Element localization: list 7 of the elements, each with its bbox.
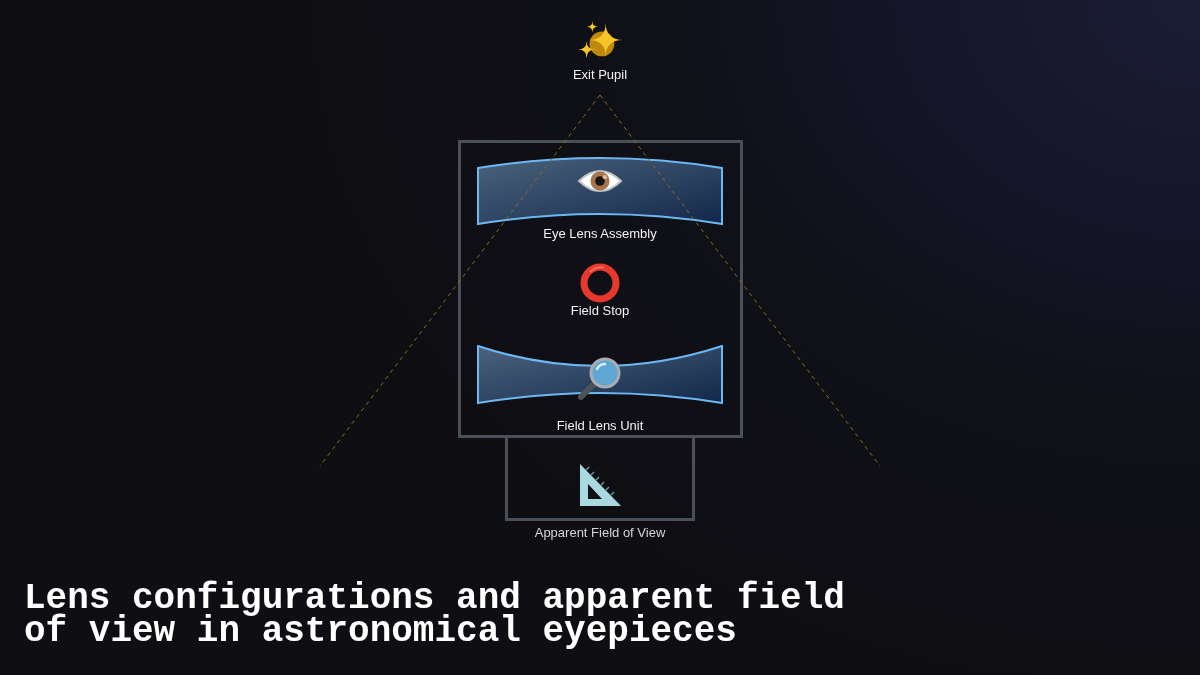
node-label: Apparent Field of View — [534, 525, 666, 540]
node-label: Field Stop — [570, 303, 630, 318]
node-label: Eye Lens Assembly — [543, 226, 657, 241]
diagram-title: Lens configurations and apparent field of view in astronomical eyepieces — [24, 582, 846, 648]
eyepiece-housing — [458, 140, 743, 438]
node-label: Field Lens Unit — [556, 418, 644, 433]
node-label: Exit Pupil — [572, 67, 628, 82]
